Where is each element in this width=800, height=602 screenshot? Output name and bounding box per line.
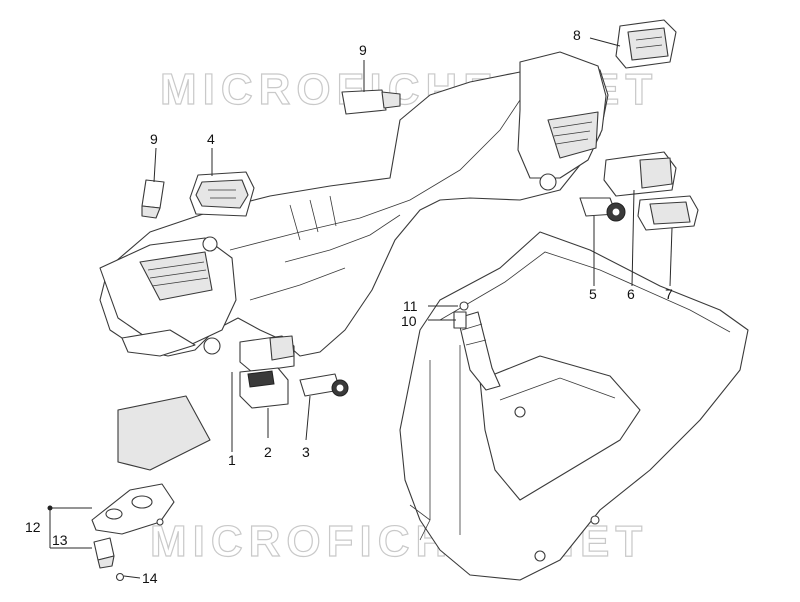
callout-9-top: 9 (359, 42, 367, 58)
callout-1: 1 (228, 452, 236, 468)
callout-8: 8 (573, 27, 581, 43)
switch-part-1 (239, 335, 295, 373)
callout-9-left: 9 (150, 131, 158, 147)
socket-panel-part-12 (91, 395, 211, 535)
callout-5: 5 (589, 286, 597, 302)
rocker-switch-part-4 (189, 171, 255, 217)
button-part-5 (579, 197, 626, 222)
bracket-dot (47, 505, 53, 511)
callout-10: 10 (401, 313, 417, 329)
handlebar-cover-assembly (99, 51, 609, 357)
leader-lines (49, 37, 673, 579)
callout-13: 13 (52, 532, 68, 548)
screw-part-14 (115, 572, 125, 582)
callout-11: 11 (403, 298, 418, 314)
switch-part-7 (637, 195, 699, 231)
bulb-part-9-left (141, 179, 165, 219)
callout-2: 2 (264, 444, 272, 460)
callout-4: 4 (207, 131, 215, 147)
storage-compartment (399, 231, 749, 581)
switch-part-6 (603, 151, 677, 197)
button-part-3 (299, 373, 349, 397)
screw-bracket-10-11 (453, 301, 469, 329)
callout-14: 14 (142, 570, 158, 586)
callout-6: 6 (627, 286, 635, 302)
plug-part-13 (93, 537, 115, 569)
bulb-part-9-top (341, 89, 401, 115)
callout-7: 7 (665, 286, 673, 302)
switch-part-8 (615, 19, 677, 69)
switch-part-2 (239, 367, 289, 409)
callout-labels: 9 8 9 4 1 2 3 5 6 7 11 10 12 13 14 (25, 27, 673, 586)
callout-12: 12 (25, 519, 41, 535)
callout-3: 3 (302, 444, 310, 460)
